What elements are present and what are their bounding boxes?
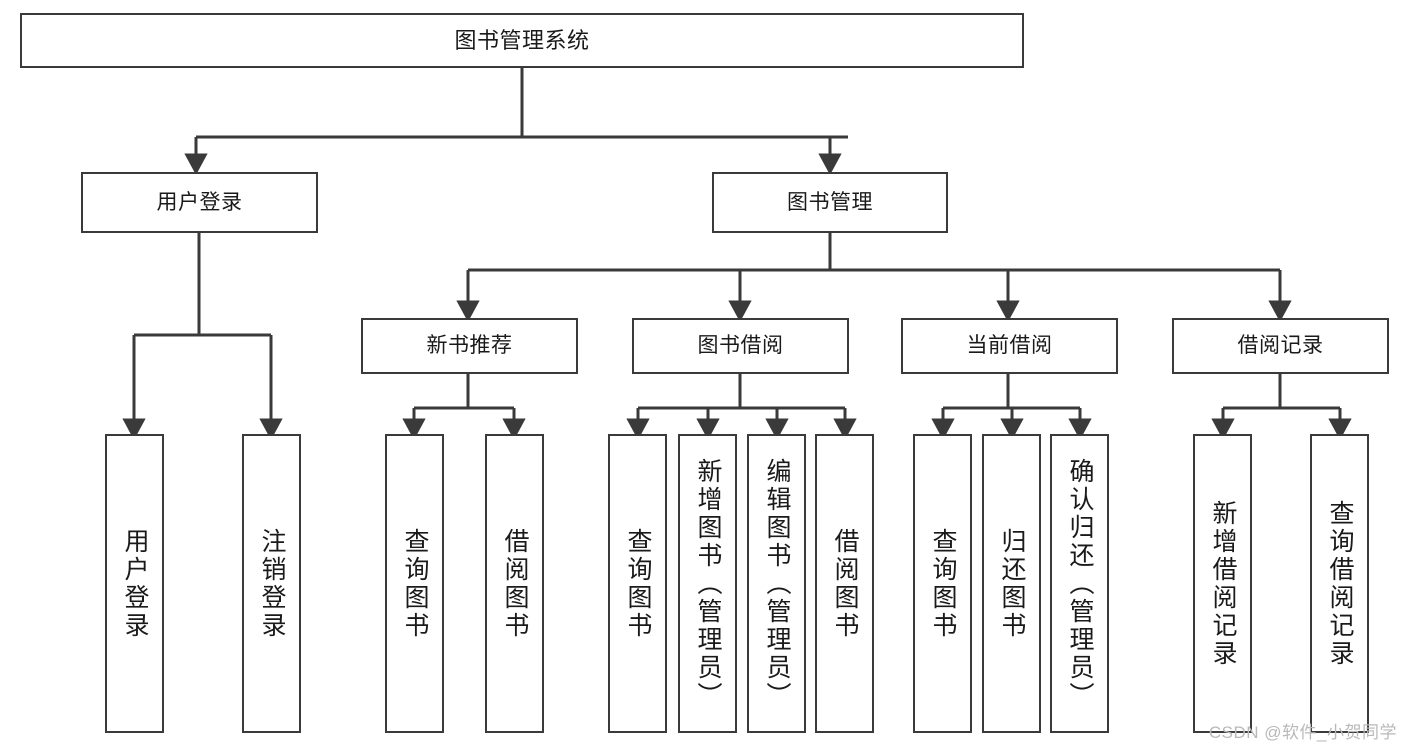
node-leaf-borrow-book-2[interactable]: 借阅图书: [815, 434, 874, 733]
node-leaf-query-book-1-label: 查询图书: [401, 527, 429, 640]
node-leaf-borrow-book-1-label: 借阅图书: [501, 527, 529, 640]
node-leaf-return-book[interactable]: 归还图书: [982, 434, 1041, 733]
node-leaf-logout-login[interactable]: 注销登录: [242, 434, 301, 733]
node-leaf-query-book-3[interactable]: 查询图书: [913, 434, 972, 733]
node-leaf-edit-book[interactable]: 编辑图书（管理员）: [747, 434, 806, 733]
node-borrow-record[interactable]: 借阅记录: [1172, 318, 1389, 374]
node-leaf-add-record[interactable]: 新增借阅记录: [1193, 434, 1252, 733]
node-leaf-confirm-return-label: 确认归还（管理员）: [1066, 457, 1094, 710]
node-leaf-query-record-label: 查询借阅记录: [1326, 499, 1354, 668]
node-leaf-edit-book-label: 编辑图书（管理员）: [763, 457, 791, 710]
node-book-borrow[interactable]: 图书借阅: [632, 318, 849, 374]
node-root-system-label: 图书管理系统: [454, 27, 590, 53]
csdn-watermark: CSDN @软件_小贺同学: [1208, 723, 1397, 742]
node-leaf-logout-login-label: 注销登录: [258, 527, 286, 640]
node-book-borrow-label: 图书借阅: [697, 334, 784, 358]
node-book-manage[interactable]: 图书管理: [712, 172, 948, 233]
node-leaf-query-book-3-label: 查询图书: [929, 527, 957, 640]
node-leaf-add-book-label: 新增图书（管理员）: [694, 457, 722, 710]
node-user-login[interactable]: 用户登录: [81, 172, 318, 233]
node-leaf-borrow-book-1[interactable]: 借阅图书: [485, 434, 544, 733]
node-leaf-confirm-return[interactable]: 确认归还（管理员）: [1050, 434, 1109, 733]
node-leaf-query-record[interactable]: 查询借阅记录: [1310, 434, 1369, 733]
node-new-book-recommend[interactable]: 新书推荐: [361, 318, 578, 374]
node-user-login-label: 用户登录: [156, 190, 243, 214]
node-leaf-query-book-2[interactable]: 查询图书: [608, 434, 667, 733]
node-leaf-user-login-label: 用户登录: [121, 527, 149, 640]
node-leaf-return-book-label: 归还图书: [998, 527, 1026, 640]
node-leaf-user-login[interactable]: 用户登录: [105, 434, 164, 733]
node-leaf-add-record-label: 新增借阅记录: [1209, 499, 1237, 668]
node-leaf-query-book-2-label: 查询图书: [624, 527, 652, 640]
node-root-system[interactable]: 图书管理系统: [20, 13, 1024, 68]
node-borrow-record-label: 借阅记录: [1237, 334, 1324, 358]
node-leaf-borrow-book-2-label: 借阅图书: [831, 527, 859, 640]
node-book-manage-label: 图书管理: [787, 190, 873, 214]
node-leaf-query-book-1[interactable]: 查询图书: [385, 434, 444, 733]
node-current-borrow-label: 当前借阅: [966, 334, 1053, 358]
node-leaf-add-book[interactable]: 新增图书（管理员）: [678, 434, 737, 733]
node-new-book-recommend-label: 新书推荐: [426, 334, 513, 358]
node-current-borrow[interactable]: 当前借阅: [901, 318, 1118, 374]
